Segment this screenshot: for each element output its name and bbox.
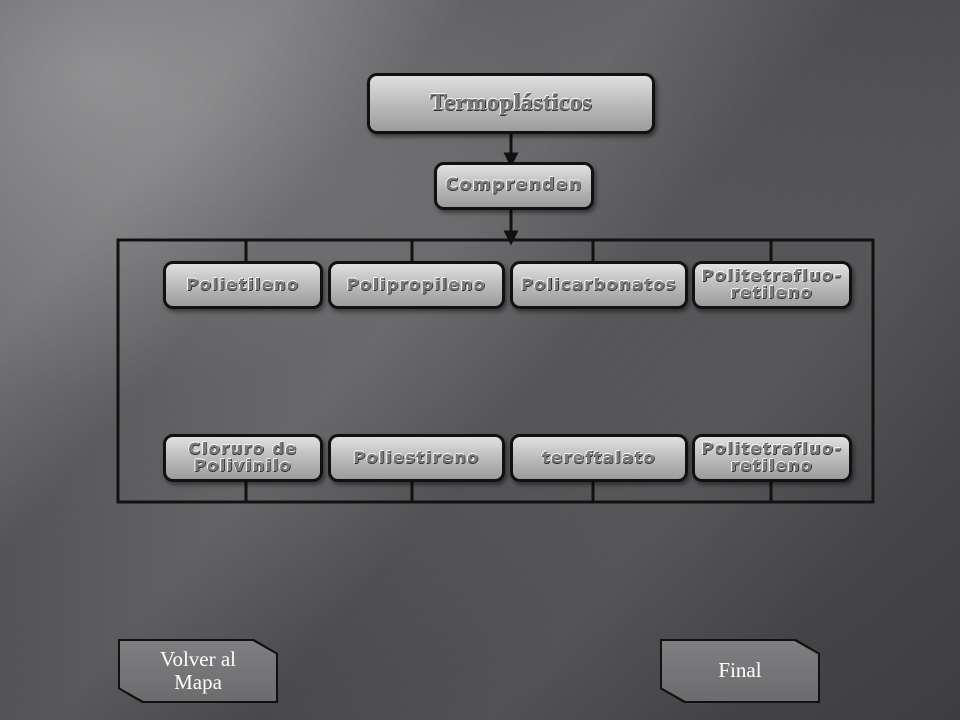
item-label: Cloruro de Polivinilo	[188, 439, 298, 475]
item-label: Policarbonatos	[521, 274, 677, 294]
item-label: Polietileno	[186, 274, 300, 294]
back-to-map-button[interactable]: Volver al Mapa	[118, 639, 278, 703]
final-button[interactable]: Final	[660, 639, 820, 703]
group-frame	[116, 238, 875, 504]
item-politetrafluoretileno-2: Politetrafluo- retileno	[692, 434, 852, 482]
item-poliestireno: Poliestireno	[328, 434, 505, 482]
item-label: Politetrafluo- retileno	[701, 439, 843, 475]
item-label: Politetrafluo- retileno	[701, 266, 843, 302]
connector-node: Comprenden	[434, 162, 594, 210]
final-label: Final	[718, 658, 762, 683]
item-label: Poliestireno	[353, 447, 480, 467]
item-cloruro-de-polivinilo: Cloruro de Polivinilo	[163, 434, 323, 482]
item-polietileno: Polietileno	[163, 261, 323, 309]
item-label: Polipropileno	[346, 274, 487, 294]
item-tereftalato: tereftalato	[510, 434, 688, 482]
item-label: tereftalato	[541, 447, 657, 467]
root-node: Termoplásticos	[367, 73, 655, 134]
item-policarbonatos: Policarbonatos	[510, 261, 688, 309]
item-polipropileno: Polipropileno	[328, 261, 505, 309]
item-politetrafluoretileno-1: Politetrafluo- retileno	[692, 261, 852, 309]
connector-label: Comprenden	[445, 175, 583, 196]
root-label: Termoplásticos	[429, 89, 593, 116]
back-to-map-label: Volver al Mapa	[159, 646, 236, 694]
